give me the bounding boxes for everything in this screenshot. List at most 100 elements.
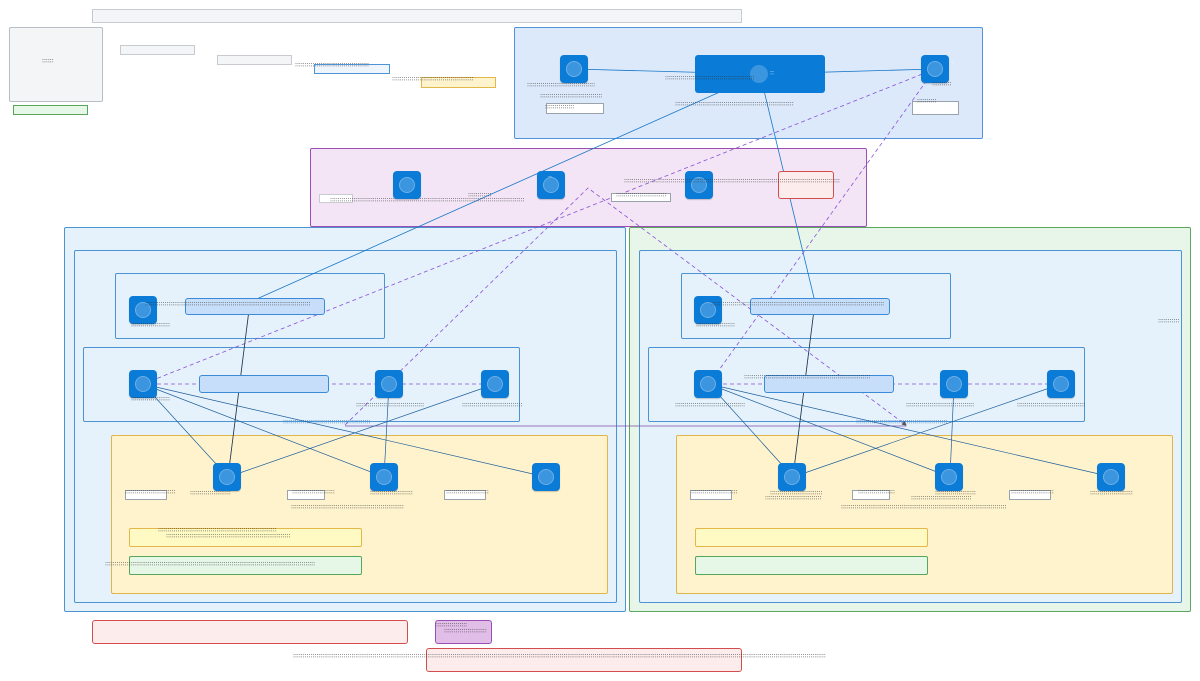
legend-caption-a: ꞉꞉꞉꞉꞉꞉꞉꞉꞉꞉꞉꞉꞉꞉꞉꞉꞉꞉꞉꞉꞉꞉꞉꞉꞉꞉꞉꞉꞉꞉꞉꞉꞉꞉꞉꞉꞉꞉ [295, 62, 369, 69]
filter-field-4[interactable] [421, 77, 496, 88]
right-row3-box-1 [690, 490, 732, 500]
filter-field-1[interactable] [120, 45, 195, 55]
right-row2-mid-node[interactable] [940, 370, 968, 398]
right-row1-pill[interactable] [750, 298, 890, 315]
right-row3-caption-2b: ꞉꞉꞉꞉꞉꞉꞉꞉꞉꞉꞉꞉꞉꞉꞉꞉꞉꞉꞉꞉꞉꞉꞉꞉꞉꞉꞉꞉꞉ [765, 495, 822, 502]
right-row3-caption-1: ꞉꞉꞉꞉꞉꞉꞉꞉꞉꞉꞉꞉꞉꞉꞉꞉꞉꞉꞉꞉꞉꞉꞉꞉ [691, 489, 738, 496]
top-node-right-box [912, 101, 959, 115]
left-row3-node-1[interactable] [213, 463, 241, 491]
right-row1-frame [681, 273, 951, 339]
right-row2-right-node[interactable] [1047, 370, 1075, 398]
middle-node-b-tag: ꞉꞉ [548, 175, 552, 182]
left-row3-box-3 [444, 490, 486, 500]
top-wide-caption: ꞉꞉꞉꞉꞉꞉꞉꞉꞉꞉꞉꞉꞉꞉꞉꞉꞉꞉꞉꞉꞉꞉꞉꞉꞉꞉꞉꞉꞉꞉꞉꞉꞉꞉꞉꞉꞉꞉꞉꞉… [675, 101, 794, 108]
right-row3-node-3-tag: ꞉ [1128, 467, 1130, 474]
link-r-r2-a [708, 383, 794, 478]
link-hub-right-row1 [759, 73, 816, 478]
right-row3-node-1[interactable] [778, 463, 806, 491]
left-row3-caption-4: ꞉꞉꞉꞉꞉꞉꞉꞉꞉꞉꞉꞉꞉꞉꞉꞉꞉꞉꞉꞉꞉꞉ [370, 490, 413, 497]
middle-alert-box [778, 171, 834, 199]
left-row2-right-caption: ꞉꞉꞉꞉꞉꞉꞉꞉꞉꞉꞉꞉꞉꞉꞉꞉꞉꞉꞉꞉꞉꞉꞉꞉꞉꞉꞉꞉꞉꞉꞉ [462, 402, 523, 409]
right-row3-box-3 [1009, 490, 1051, 500]
left-row3-tag: ꞉ [563, 467, 565, 474]
left-row2-right-node[interactable] [481, 370, 509, 398]
link-l-r2-c [142, 383, 547, 478]
filter-field-2[interactable] [217, 55, 292, 65]
middle-node-c-box [611, 193, 671, 202]
footer-alert-box [92, 620, 408, 644]
top-node-left[interactable]: ꞉ [560, 55, 593, 83]
top-search-bar[interactable] [92, 9, 742, 23]
left-row3-box-1 [125, 490, 167, 500]
right-row3-box-2 [852, 490, 890, 500]
legend-green-swatch [13, 105, 88, 115]
right-row2-mid-caption: ꞉꞉꞉꞉꞉꞉꞉꞉꞉꞉꞉꞉꞉꞉꞉꞉꞉꞉꞉꞉꞉꞉꞉꞉꞉꞉꞉꞉꞉꞉꞉꞉꞉꞉꞉ [906, 402, 975, 409]
right-row2-frame [648, 347, 1085, 422]
right-row3-caption-3: ꞉꞉꞉꞉꞉꞉꞉꞉꞉꞉꞉꞉꞉꞉꞉꞉꞉꞉꞉ [858, 489, 895, 496]
top-node-left-caption-3: ꞉꞉꞉꞉꞉꞉꞉꞉꞉꞉꞉꞉꞉꞉꞉ [545, 104, 575, 111]
left-row3-node-3[interactable]: ꞉ [532, 463, 565, 491]
middle-node-b[interactable]: ꞉꞉ [537, 171, 565, 199]
middle-node-b-caption: ꞉꞉꞉꞉꞉꞉꞉꞉꞉꞉꞉꞉ [468, 192, 492, 199]
right-row3-caption-4: ꞉꞉꞉꞉꞉꞉꞉꞉꞉꞉꞉꞉꞉꞉꞉꞉꞉꞉꞉꞉꞉ [935, 490, 976, 497]
right-row3-caption-2: ꞉꞉꞉꞉꞉꞉꞉꞉꞉꞉꞉꞉꞉꞉꞉꞉꞉꞉꞉꞉꞉꞉꞉꞉꞉꞉꞉ [770, 490, 823, 497]
left-row3-caption-3: ꞉꞉꞉꞉꞉꞉꞉꞉꞉꞉꞉꞉꞉꞉꞉꞉꞉꞉꞉꞉꞉꞉ [292, 489, 335, 496]
link-r-r2-b [708, 383, 951, 478]
right-row3-node-3[interactable]: ꞉ [1097, 463, 1130, 491]
left-row1-node[interactable] [129, 296, 157, 324]
link-l-r2-d [383, 383, 390, 478]
footer-badge-sub: ꞉꞉꞉꞉꞉꞉꞉꞉꞉꞉꞉꞉꞉꞉꞉꞉꞉꞉꞉꞉꞉꞉ [444, 628, 487, 635]
left-row3-node-2[interactable] [370, 463, 398, 491]
top-node-right-tag: ꞉ [952, 59, 954, 66]
left-row2-divider-caption: ꞉꞉꞉꞉꞉꞉꞉꞉꞉꞉꞉꞉꞉꞉꞉꞉꞉꞉꞉꞉꞉꞉꞉꞉꞉꞉꞉꞉꞉꞉꞉꞉꞉꞉꞉꞉꞉꞉꞉꞉… [283, 419, 371, 426]
left-row2-mid-tag: ꞉ [406, 374, 408, 381]
left-green-note [129, 556, 362, 575]
footer-badge[interactable] [435, 620, 492, 644]
link-r-r2-e [792, 383, 1062, 478]
top-hub-caption: ꞉꞉꞉꞉꞉꞉꞉꞉꞉꞉꞉꞉꞉꞉꞉꞉꞉꞉꞉꞉꞉꞉꞉꞉꞉꞉꞉꞉꞉꞉꞉꞉꞉꞉꞉꞉꞉꞉꞉꞉… [665, 75, 755, 82]
left-row2-pill[interactable] [199, 375, 329, 393]
legend-box: ꞉꞉꞉꞉꞉꞉ [9, 27, 103, 102]
right-row2-pill-caption: ꞉꞉꞉꞉꞉꞉꞉꞉꞉꞉꞉꞉꞉꞉꞉꞉꞉꞉꞉꞉꞉꞉꞉꞉꞉꞉꞉꞉꞉꞉꞉꞉꞉꞉꞉꞉꞉꞉꞉꞉… [744, 374, 871, 381]
left-yellow-note [129, 528, 362, 547]
top-node-right[interactable]: ꞉ [921, 55, 954, 83]
right-row1-caption: ꞉꞉꞉꞉꞉꞉꞉꞉꞉꞉꞉꞉꞉꞉꞉꞉꞉꞉꞉꞉꞉꞉꞉꞉꞉꞉꞉꞉꞉꞉꞉꞉꞉꞉꞉꞉꞉꞉꞉꞉… [711, 301, 885, 308]
left-yellow-line-2: ꞉꞉꞉꞉꞉꞉꞉꞉꞉꞉꞉꞉꞉꞉꞉꞉꞉꞉꞉꞉꞉꞉꞉꞉꞉꞉꞉꞉꞉꞉꞉꞉꞉꞉꞉꞉꞉꞉꞉꞉… [166, 533, 291, 540]
left-green-line: ꞉꞉꞉꞉꞉꞉꞉꞉꞉꞉꞉꞉꞉꞉꞉꞉꞉꞉꞉꞉꞉꞉꞉꞉꞉꞉꞉꞉꞉꞉꞉꞉꞉꞉꞉꞉꞉꞉꞉꞉… [105, 561, 316, 568]
top-node-right-caption: ꞉꞉꞉꞉꞉꞉꞉꞉꞉꞉ [932, 81, 952, 88]
middle-right-caption: ꞉꞉꞉꞉꞉꞉꞉꞉꞉꞉꞉꞉꞉꞉꞉꞉꞉꞉꞉꞉꞉꞉꞉꞉꞉꞉꞉꞉꞉꞉꞉꞉꞉꞉꞉꞉꞉꞉꞉꞉… [624, 178, 840, 185]
top-hub-node[interactable]: ꞉꞉ [695, 55, 825, 93]
right-green-note [695, 556, 928, 575]
right-row3-node-2[interactable]: ꞉ [935, 463, 968, 491]
right-side-caption: ꞉꞉꞉꞉꞉꞉꞉꞉꞉꞉꞉ [1158, 318, 1180, 325]
link-r-r2-c [708, 383, 1113, 478]
top-node-left-caption: ꞉꞉꞉꞉꞉꞉꞉꞉꞉꞉꞉꞉꞉꞉꞉꞉꞉꞉꞉꞉꞉꞉꞉꞉꞉꞉꞉꞉꞉꞉꞉꞉꞉꞉꞉ [527, 82, 596, 89]
left-row2-node[interactable] [129, 370, 157, 398]
left-yellow-line-1: ꞉꞉꞉꞉꞉꞉꞉꞉꞉꞉꞉꞉꞉꞉꞉꞉꞉꞉꞉꞉꞉꞉꞉꞉꞉꞉꞉꞉꞉꞉꞉꞉꞉꞉꞉꞉꞉꞉꞉꞉… [158, 527, 277, 534]
right-row2-node-caption: ꞉꞉꞉꞉꞉꞉꞉꞉꞉꞉꞉꞉꞉꞉꞉꞉꞉꞉꞉꞉꞉꞉꞉꞉꞉꞉꞉꞉꞉꞉꞉꞉꞉꞉꞉꞉ [675, 402, 746, 409]
middle-node-c[interactable] [685, 171, 713, 199]
left-row2-mid-node[interactable]: ꞉ [375, 370, 408, 398]
footer-note: ꞉꞉꞉꞉꞉꞉꞉꞉꞉꞉꞉꞉꞉꞉꞉꞉꞉꞉꞉꞉꞉꞉꞉꞉꞉꞉꞉꞉꞉꞉꞉꞉꞉꞉꞉꞉꞉꞉꞉꞉… [293, 653, 826, 660]
footer-badge-label: ꞉꞉꞉꞉꞉꞉꞉꞉꞉꞉꞉꞉꞉꞉꞉꞉ [436, 622, 468, 629]
left-row1-node-caption: ꞉꞉꞉꞉꞉꞉꞉꞉꞉꞉꞉꞉꞉꞉꞉꞉꞉꞉꞉꞉ [131, 322, 170, 329]
right-row2-node[interactable] [694, 370, 722, 398]
middle-node-c-caption: ꞉꞉꞉꞉꞉꞉꞉꞉꞉꞉꞉꞉꞉꞉꞉꞉꞉꞉꞉꞉꞉꞉꞉꞉꞉꞉ [616, 192, 667, 199]
filter-field-3[interactable] [314, 64, 390, 74]
left-row1-pill[interactable] [185, 298, 325, 315]
left-row2-mid-caption: ꞉꞉꞉꞉꞉꞉꞉꞉꞉꞉꞉꞉꞉꞉꞉꞉꞉꞉꞉꞉꞉꞉꞉꞉꞉꞉꞉꞉꞉꞉꞉꞉꞉꞉꞉ [356, 402, 425, 409]
left-row3-caption-6: ꞉꞉꞉꞉꞉꞉꞉꞉꞉꞉꞉꞉꞉꞉꞉꞉꞉꞉꞉꞉꞉꞉ [446, 489, 489, 496]
middle-field[interactable] [319, 194, 353, 203]
right-row3-caption-5: ꞉꞉꞉꞉꞉꞉꞉꞉꞉꞉꞉꞉꞉꞉꞉꞉꞉꞉꞉꞉꞉꞉ [1011, 489, 1054, 496]
right-row1-node[interactable] [694, 296, 722, 324]
link-dashed-right-right [708, 68, 936, 385]
left-row2-node-caption: ꞉꞉꞉꞉꞉꞉꞉꞉꞉꞉꞉꞉꞉꞉꞉꞉꞉꞉꞉꞉ [131, 396, 170, 403]
middle-node-a[interactable] [393, 171, 421, 199]
right-row2-pill[interactable] [764, 375, 894, 393]
right-row3-caption-4b: ꞉꞉꞉꞉꞉꞉꞉꞉꞉꞉꞉꞉꞉꞉꞉꞉꞉꞉꞉꞉꞉꞉꞉꞉꞉꞉꞉꞉꞉꞉꞉ [911, 495, 972, 502]
link-l-r2-a [142, 383, 229, 478]
link-dashed-right-left [142, 68, 936, 385]
link-hub-left-row1 [227, 73, 761, 478]
right-row3-caption-6: ꞉꞉꞉꞉꞉꞉꞉꞉꞉꞉꞉꞉꞉꞉꞉꞉꞉꞉꞉꞉꞉꞉ [1090, 490, 1133, 497]
link-l-r2-e [227, 383, 496, 478]
